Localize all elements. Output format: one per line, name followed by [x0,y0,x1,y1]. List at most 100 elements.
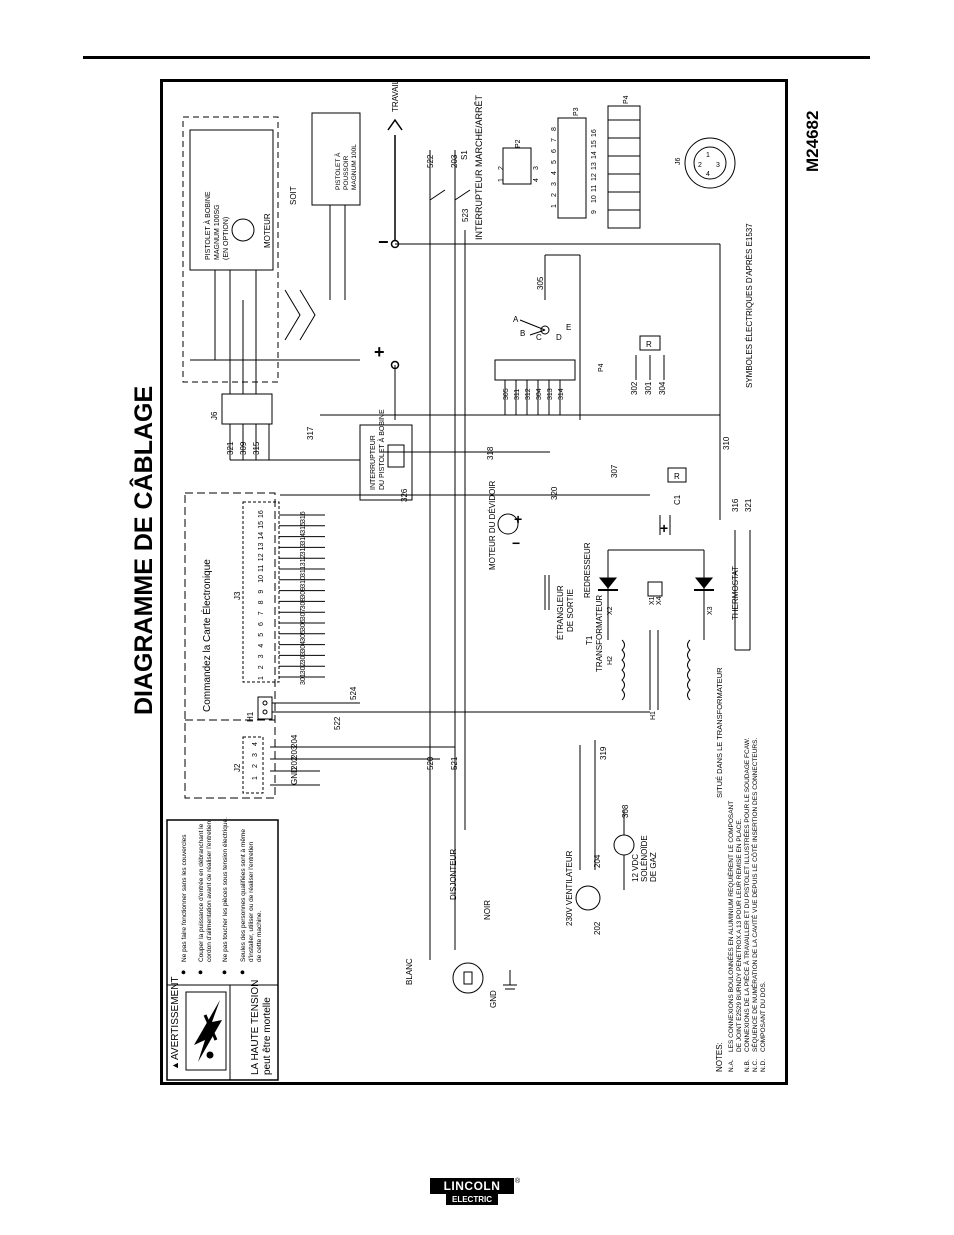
j3-pin-label: 3 [258,654,265,658]
notes-heading: NOTES: [715,1042,724,1072]
svg-text:326: 326 [400,488,409,502]
svg-text:+: + [514,511,522,527]
svg-text:−: − [378,232,389,252]
svg-text:TRANSFORMATEUR: TRANSFORMATEUR [595,595,604,672]
symbols-reference: SYMBOLES ÉLECTRIQUES D'APRÈS E1537 [745,223,754,388]
svg-text:D: D [556,333,562,342]
warning-bullet-4a: Seules des personnes qualifiées sont à m… [240,829,247,962]
warning-bullet-3: Ne pas toucher les pièces sous tension é… [222,817,229,962]
svg-text:TRAVAIL: TRAVAIL [391,79,400,112]
svg-text:E: E [566,323,571,332]
svg-text:H2: H2 [607,656,614,665]
svg-text:1: 1 [706,152,710,159]
svg-text:MAGNUM 100SG: MAGNUM 100SG [214,204,221,260]
svg-text:BLANC: BLANC [405,958,414,985]
top-rule [83,56,870,59]
p3-pin-label: 8 [551,127,558,131]
warning-bullet-dot-4: ● [237,970,247,975]
warning-bullet-dot-2: ● [195,970,205,975]
connector-j6: J6 321 309 315 [210,393,273,455]
j3-wire-number: 303 [300,652,307,664]
p3-pin-label: 9 [591,210,598,214]
p3-pin-label: 13 [591,162,598,170]
j3-pin-label: 8 [258,600,265,604]
p3-pin-label: 14 [591,151,598,159]
svg-text:321: 321 [744,498,753,512]
svg-text:520: 520 [426,756,435,770]
logo-bottom: ELECTRIC [446,1194,498,1205]
svg-text:+: + [374,342,385,362]
svg-text:DISJONTEUR: DISJONTEUR [449,849,458,900]
j3-wire-number: 316 [300,511,307,523]
p3-pin-label: 3 [551,182,558,186]
svg-text:203: 203 [450,154,459,168]
svg-text:230V VENTILATEUR: 230V VENTILATEUR [565,850,574,926]
svg-text:317: 317 [306,426,315,440]
diagram-frame [160,79,788,1085]
svg-text:204: 204 [290,734,299,748]
svg-text:POUSSOIR: POUSSOIR [343,155,350,190]
svg-text:CONNEXIONS DE LA PIÈCE À TRAVA: CONNEXIONS DE LA PIÈCE À TRAVAILLER ET D… [742,737,751,1052]
p4-wire-number: 312 [525,388,532,400]
warning-triangle-icon: ▲ [170,1061,180,1070]
svg-text:318: 318 [486,446,495,460]
warning-bullet-1: Ne pas faire fonctionner sans les couver… [181,834,188,962]
svg-text:307: 307 [610,464,619,478]
svg-text:4: 4 [533,178,540,182]
svg-text:203: 203 [290,745,299,759]
j3-pin-label: 9 [258,590,265,594]
connector-p4 [494,359,576,381]
svg-text:PISTOLET À BOBINE: PISTOLET À BOBINE [203,191,212,260]
connector-p3 [557,117,587,219]
svg-text:308: 308 [621,804,630,818]
svg-text:521: 521 [450,756,459,770]
svg-text:12 VDC: 12 VDC [631,854,640,882]
svg-text:524: 524 [349,686,358,700]
notes: NOTES: N.A. LES CONNEXIONS BOULONNÉES EN… [715,737,767,1072]
svg-text:N.B.: N.B. [744,1059,751,1072]
svg-text:319: 319 [599,746,608,760]
svg-text:N.D.: N.D. [760,1059,767,1072]
logo-registered: ® [515,1178,521,1185]
svg-text:523: 523 [461,208,470,222]
svg-text:204: 204 [593,854,602,868]
pc-board-label: Commandez la Carte Électronique [200,559,213,712]
svg-text:316: 316 [731,498,740,512]
svg-text:−: − [512,535,520,551]
warning-bullet-2b: cordon d'alimentation avant de réaliser … [206,819,213,962]
p4-wire-number: 305 [503,388,510,400]
svg-text:N.C.: N.C. [752,1059,759,1072]
j3-wire-number: 304 [300,641,307,653]
j3-pin-label: 15 [258,521,265,529]
p4-wire-number: 314 [558,388,565,400]
svg-text:3: 3 [533,166,540,170]
j3-wire-number: 301 [300,673,307,685]
svg-text:4: 4 [252,742,259,746]
svg-text:DE GAZ: DE GAZ [649,852,658,882]
j3-wire-number: 314 [300,533,307,545]
svg-text:NOIR: NOIR [483,900,492,920]
svg-text:GND: GND [290,767,299,785]
svg-text:301: 301 [644,381,653,395]
svg-text:522: 522 [333,716,342,730]
svg-text:C1: C1 [673,494,682,505]
j3-pin-label: 6 [258,622,265,626]
p3-pin-label: 16 [591,129,598,137]
j3-pin-label: 11 [258,565,265,572]
svg-text:202: 202 [290,756,299,770]
warning-bullet-dot-3: ● [219,970,229,975]
j3-wire-number: 310 [300,576,307,588]
j3-pin-label: 2 [258,665,265,669]
svg-text:S1: S1 [460,150,469,160]
svg-text:X3: X3 [707,606,714,615]
j3-pin-label: 14 [258,532,265,540]
svg-text:THERMOSTAT: THERMOSTAT [731,566,740,620]
svg-text:3: 3 [716,162,720,169]
j3-pin-label: 16 [258,510,265,518]
pc-board [184,492,276,799]
svg-text:ÉTRANGLEUR: ÉTRANGLEUR [556,585,565,640]
svg-text:310: 310 [722,436,731,450]
warning-box: AVERTISSEMENT ▲ LA HAUTE TENSION peut êt… [166,817,279,1081]
svg-text:INTERRUPTEUR: INTERRUPTEUR [370,435,377,490]
svg-text:2: 2 [498,166,505,170]
